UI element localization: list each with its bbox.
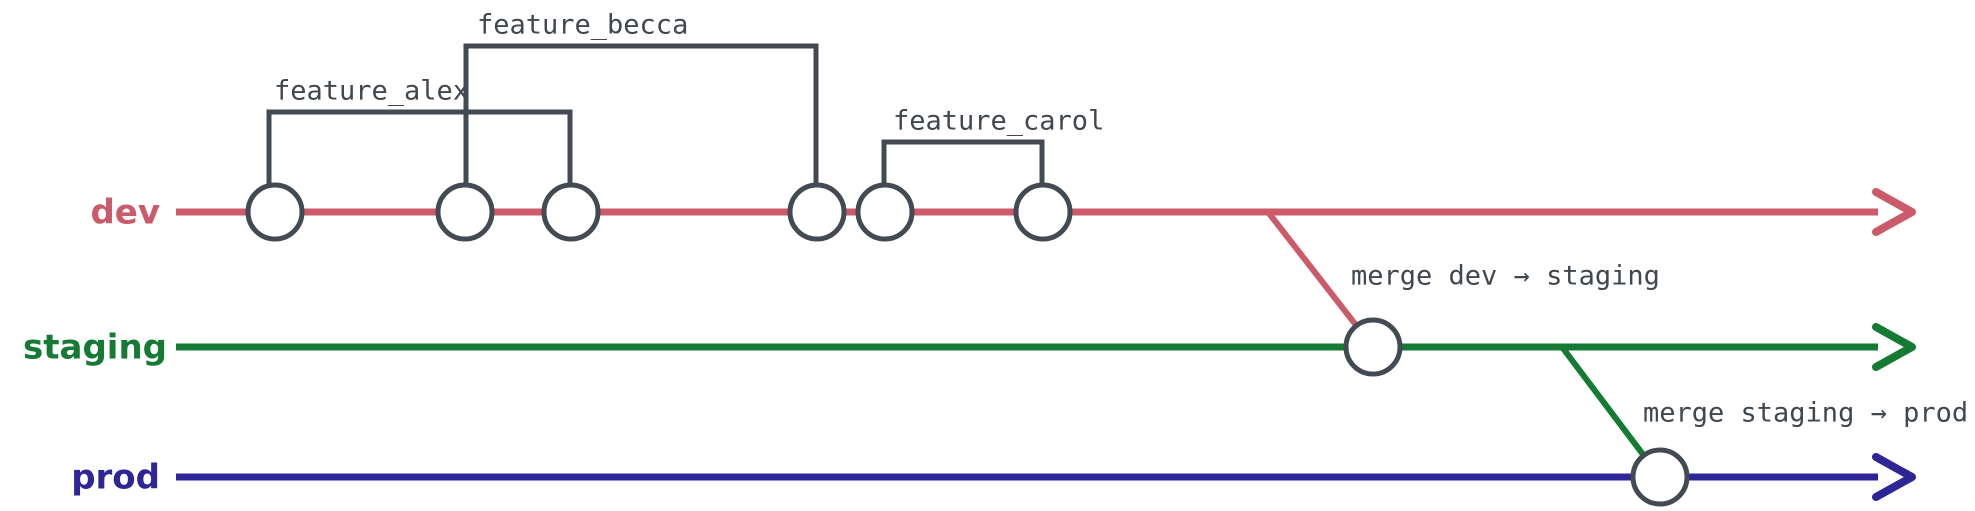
branch-line-prod	[176, 453, 1916, 501]
commit-node-prod-merge[interactable]	[1630, 447, 1690, 507]
branch-labels-group: dev staging prod	[23, 193, 167, 498]
commit-nodes-group	[245, 182, 1690, 507]
feature-bracket-feature_alex	[266, 109, 573, 189]
branch-label-prod: prod	[71, 458, 160, 498]
merge-label-merge-dev-to-staging: merge dev → staging	[1351, 261, 1660, 292]
feature-bracket-feature_becca	[463, 43, 819, 189]
feature-label-feature_becca: feature_becca	[477, 10, 688, 41]
feature-bracket-feature_carol	[881, 139, 1045, 189]
commit-node-staging-merge[interactable]	[1343, 317, 1403, 377]
merge-labels-group: merge dev → staging merge staging → prod	[1351, 261, 1968, 429]
commit-node-dev-c3[interactable]	[541, 182, 601, 242]
branch-label-staging: staging	[23, 328, 167, 368]
commit-node-dev-c2[interactable]	[435, 182, 495, 242]
branch-label-dev: dev	[90, 193, 160, 233]
commit-node-dev-c5[interactable]	[855, 182, 915, 242]
branch-arrowhead-prod	[1872, 453, 1916, 501]
feature-brackets-group	[266, 43, 1045, 189]
feature-labels-group: feature_alex feature_becca feature_carol	[274, 10, 1104, 137]
branch-arrowhead-dev	[1872, 188, 1916, 236]
commit-node-dev-c6[interactable]	[1013, 182, 1073, 242]
feature-label-feature_alex: feature_alex	[274, 76, 469, 107]
branch-arrowhead-staging	[1872, 323, 1916, 371]
commit-node-dev-c1[interactable]	[245, 182, 305, 242]
feature-label-feature_carol: feature_carol	[893, 106, 1104, 137]
merge-label-merge-staging-to-prod: merge staging → prod	[1643, 398, 1968, 429]
branch-line-staging	[176, 323, 1916, 371]
commit-node-dev-c4[interactable]	[787, 182, 847, 242]
